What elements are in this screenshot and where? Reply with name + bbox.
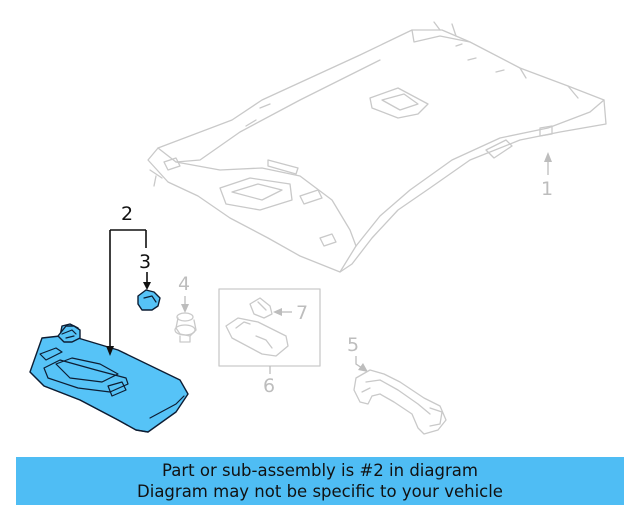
callout-4-group: 4 xyxy=(178,273,190,313)
banner-line-1: Part or sub-assembly is #2 in diagram xyxy=(162,461,478,480)
sun-visor-part xyxy=(29,323,189,433)
parts-diagram: 1 2 3 4 xyxy=(29,21,607,435)
callout-5-group: 5 xyxy=(347,334,368,372)
lamp-box xyxy=(218,288,321,367)
callout-1-group: 1 xyxy=(541,152,553,200)
grommet-part xyxy=(174,312,197,343)
callout-3: 3 xyxy=(139,251,151,273)
info-banner: Part or sub-assembly is #2 in diagram Di… xyxy=(16,457,624,505)
callout-1: 1 xyxy=(541,178,553,200)
callout-3-group: 3 xyxy=(139,251,151,290)
headliner-part xyxy=(147,21,607,273)
callout-4: 4 xyxy=(178,273,190,295)
callout-7-group: 7 xyxy=(273,302,308,324)
callout-6-group: 6 xyxy=(263,366,275,397)
grab-handle-part xyxy=(353,369,447,435)
callout-2-group: 2 xyxy=(106,203,147,356)
callout-6: 6 xyxy=(263,375,275,397)
callout-2: 2 xyxy=(121,203,133,225)
banner-line-2: Diagram may not be specific to your vehi… xyxy=(137,482,503,501)
callout-5: 5 xyxy=(347,334,359,356)
callout-7: 7 xyxy=(296,302,308,324)
clip-part xyxy=(137,289,161,311)
